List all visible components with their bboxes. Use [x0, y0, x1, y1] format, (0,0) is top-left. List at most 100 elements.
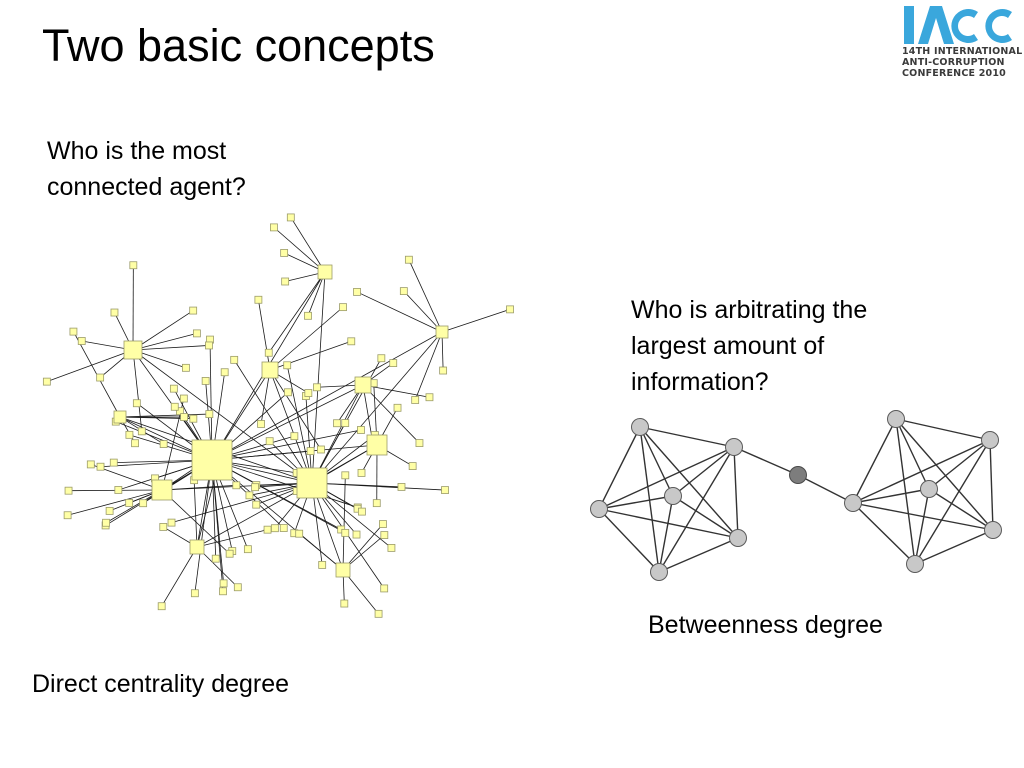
btw-edge [598, 508, 660, 573]
network-node [219, 587, 227, 596]
network-edge [132, 345, 210, 351]
network-node [333, 419, 341, 428]
network-node [317, 445, 325, 454]
btw-edge [639, 426, 735, 448]
network-edge [269, 369, 313, 484]
network-node [263, 525, 272, 534]
network-node [86, 460, 95, 469]
network-node [296, 467, 328, 499]
btw-node [906, 555, 924, 573]
network-node [280, 249, 289, 257]
network-node [341, 528, 350, 537]
network-node [114, 486, 123, 494]
btw-edge [852, 502, 916, 565]
network-node [63, 511, 72, 520]
network-edge [211, 459, 344, 571]
network-edge [233, 359, 313, 484]
btw-edge [639, 426, 674, 497]
logo-line: CONFERENCE 2010 [902, 68, 1006, 79]
btw-edge [658, 537, 739, 573]
network-node [341, 419, 350, 427]
network-edge [269, 306, 344, 371]
btw-edge [598, 495, 674, 510]
network-edge [196, 529, 268, 548]
network-node [225, 549, 234, 558]
network-node [96, 373, 105, 382]
btw-edge [914, 529, 994, 565]
network-edge [132, 332, 197, 351]
btw-node [729, 529, 747, 547]
network-node [170, 402, 179, 411]
network-node [211, 554, 220, 563]
btw-edge [928, 439, 991, 490]
logo-line: 14TH INTERNATIONAL [902, 46, 1023, 57]
btw-edge [598, 508, 739, 539]
centrality-network-diagram [42, 213, 514, 618]
network-node [399, 287, 408, 296]
network-node [159, 523, 168, 531]
logo-line: ANTI-CORRUPTION [902, 57, 1005, 68]
network-edge [196, 469, 218, 548]
network-node [295, 529, 304, 538]
network-node [304, 389, 313, 397]
network-node [339, 303, 347, 312]
network-node [441, 486, 449, 494]
network-node [157, 602, 166, 611]
network-node [506, 305, 514, 314]
network-node [230, 355, 239, 364]
btw-edge [914, 488, 930, 565]
network-edge [46, 349, 134, 383]
network-node [435, 325, 449, 339]
network-node [335, 562, 351, 578]
network-node [393, 403, 402, 412]
btw-edge [928, 488, 994, 531]
network-node [347, 337, 356, 346]
network-node [219, 579, 228, 588]
btw-node [984, 521, 1002, 539]
iacc-wordmark-icon [904, 6, 1012, 44]
question-line: Who is arbitrating the [631, 296, 868, 324]
betweenness-network-diagram [590, 410, 1002, 581]
network-node [341, 471, 350, 480]
question-line: information? [631, 368, 769, 396]
network-node [182, 363, 190, 372]
network-edge [414, 331, 443, 401]
btw-edge [852, 502, 994, 531]
network-node [372, 499, 381, 508]
network-node [180, 413, 189, 421]
network-node [105, 507, 114, 515]
network-edge [193, 480, 198, 548]
network-node [220, 368, 229, 377]
network-node [425, 393, 434, 402]
btw-edge [672, 446, 735, 497]
question-line: connected agent? [47, 173, 246, 201]
network-node [179, 394, 188, 403]
network-edge [286, 365, 313, 484]
network-node [96, 462, 105, 471]
btw-node [844, 494, 862, 512]
network-edge [441, 331, 444, 371]
btw-edge [658, 446, 735, 573]
network-node [176, 407, 184, 416]
btw-node [887, 410, 905, 428]
network-node [252, 500, 261, 509]
caption-betweenness: Betweenness degree [648, 611, 883, 639]
network-node [129, 261, 138, 270]
network-node [380, 531, 389, 539]
btw-edge [852, 488, 930, 504]
btw-edge [598, 446, 735, 510]
network-node [404, 255, 413, 264]
btw-edge [658, 495, 674, 573]
network-edge [311, 384, 364, 484]
network-edge [132, 349, 143, 432]
network-edge [408, 259, 443, 333]
network-edge [211, 444, 378, 461]
btw-edge [895, 418, 994, 531]
network-node [201, 377, 210, 385]
network-node [132, 399, 141, 408]
question-line: Who is the most [47, 137, 227, 165]
question-most-connected: Who is the most connected agent? [47, 133, 307, 205]
network-node [366, 434, 388, 456]
network-node [233, 583, 242, 592]
btw-bridge-node [789, 466, 807, 484]
